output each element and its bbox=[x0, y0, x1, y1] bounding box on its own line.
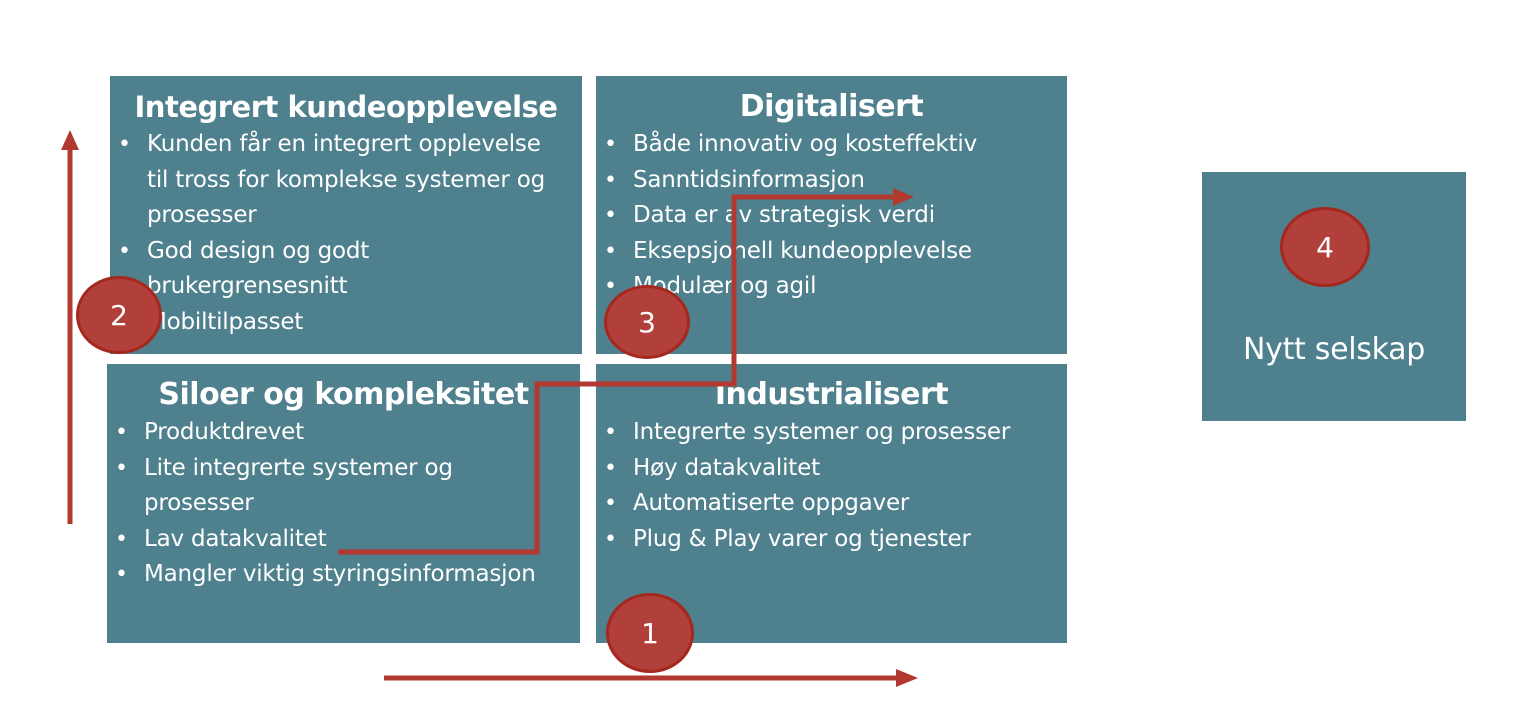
quadrant-integrert-kundeopplevelse: Integrert kundeopplevelse Kunden får en … bbox=[110, 76, 582, 354]
list-item-line: Kunden får en integrert opplevelse bbox=[147, 131, 541, 157]
quadrant-industrialisert: Industrialisert Integrerte systemer og p… bbox=[596, 364, 1067, 643]
list-item: God design og godt brukergrensesnitt bbox=[110, 234, 582, 305]
step-badge-2: 2 bbox=[76, 276, 162, 354]
vertical-arrowhead bbox=[61, 130, 79, 150]
list-item-line: Både innovativ og kosteffektiv bbox=[633, 131, 977, 157]
bullet-list: Integrerte systemer og prosesser Høy dat… bbox=[596, 415, 1067, 557]
step-badge-4: 4 bbox=[1280, 207, 1370, 287]
horizontal-arrowhead bbox=[896, 669, 918, 687]
list-item-line: til tross for komplekse systemer og bbox=[147, 166, 545, 193]
list-item-line: Plug & Play varer og tjenester bbox=[633, 525, 971, 552]
list-item-line: Integrerte systemer og prosesser bbox=[633, 419, 1011, 445]
list-item-line: Eksepsjonell kundeopplevelse bbox=[633, 237, 972, 264]
list-item-line: Produktdrevet bbox=[144, 419, 304, 445]
quadrant-title: Siloer og kompleksitet bbox=[158, 377, 529, 412]
list-item-line: Høy datakvalitet bbox=[633, 454, 820, 481]
quadrant-title: Industrialisert bbox=[714, 377, 949, 412]
list-item-line: Mangler viktig styringsinformasjon bbox=[144, 561, 536, 587]
step-path-arrowhead bbox=[893, 188, 914, 206]
list-item: Plug & Play varer og tjenester bbox=[596, 522, 1067, 558]
list-item-line: prosesser bbox=[147, 202, 257, 228]
quadrant-siloer-og-kompleksitet: Siloer og kompleksitet Produktdrevet Lit… bbox=[107, 364, 580, 643]
quadrant-digitalisert: Digitalisert Både innovativ og kosteffek… bbox=[596, 76, 1067, 354]
list-item-line: Automatiserte oppgaver bbox=[633, 490, 910, 516]
list-item: Mangler viktig styringsinformasjon bbox=[107, 557, 580, 593]
list-item-line: Data er av strategisk verdi bbox=[633, 202, 935, 228]
list-item: Eksepsjonell kundeopplevelse bbox=[596, 234, 1067, 270]
list-item: Lite integrerte systemer og prosesser bbox=[107, 451, 580, 522]
list-item-line: Mobiltilpasset bbox=[147, 308, 304, 335]
list-item-line: brukergrensesnitt bbox=[147, 273, 348, 299]
list-item: Integrerte systemer og prosesser bbox=[596, 415, 1067, 451]
list-item-line: God design og godt bbox=[147, 237, 370, 264]
list-item: Lav datakvalitet bbox=[107, 522, 580, 558]
list-item: Automatiserte oppgaver bbox=[596, 486, 1067, 522]
list-item-line: Lav datakvalitet bbox=[144, 525, 327, 552]
step-path-arrow bbox=[338, 194, 896, 555]
step-badge-1: 1 bbox=[606, 593, 694, 673]
new-company-label: Nytt selskap bbox=[1243, 332, 1425, 367]
list-item-line: prosesser bbox=[144, 490, 254, 516]
bullet-list: Kunden får en integrert opplevelse til t… bbox=[110, 127, 582, 340]
list-item: Kunden får en integrert opplevelse til t… bbox=[110, 127, 582, 234]
list-item-line: Lite integrerte systemer og bbox=[144, 454, 453, 481]
quadrant-title: Digitalisert bbox=[739, 89, 924, 124]
bullet-list: Produktdrevet Lite integrerte systemer o… bbox=[107, 415, 580, 593]
list-item: Høy datakvalitet bbox=[596, 451, 1067, 487]
list-item: Data er av strategisk verdi bbox=[596, 198, 1067, 234]
list-item-line: Sanntidsinformasjon bbox=[633, 166, 865, 193]
list-item: Sanntidsinformasjon bbox=[596, 163, 1067, 199]
quadrant-title: Integrert kundeopplevelse bbox=[134, 90, 558, 124]
step-badge-3: 3 bbox=[604, 285, 690, 359]
list-item: Produktdrevet bbox=[107, 415, 580, 451]
list-item: Både innovativ og kosteffektiv bbox=[596, 127, 1067, 163]
